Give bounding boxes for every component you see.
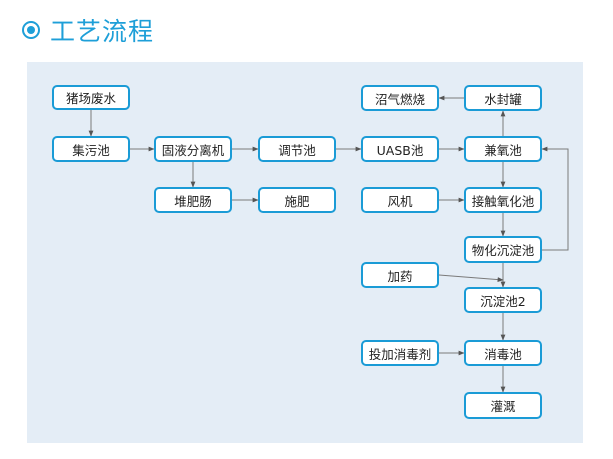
node-settling-tank-2: 沉淀池2 (464, 287, 542, 313)
node-dosing: 加药 (361, 262, 439, 288)
node-regulating-tank: 调节池 (258, 136, 336, 162)
node-biogas-burning: 沼气燃烧 (361, 85, 439, 111)
page-title: 工艺流程 (50, 17, 155, 46)
node-anoxic-tank: 兼氧池 (464, 136, 542, 162)
node-uasb-tank: UASB池 (361, 136, 439, 162)
node-disinfectant-dosing: 投加消毒剂 (361, 340, 439, 366)
node-pig-wastewater: 猪场废水 (52, 85, 130, 110)
node-compost: 堆肥肠 (154, 187, 232, 213)
node-physchem-settling-tank: 物化沉淀池 (464, 236, 542, 263)
node-water-seal-tank: 水封罐 (464, 85, 542, 111)
section-header: 工艺流程 (22, 14, 154, 46)
node-blower: 风机 (361, 187, 439, 213)
node-collection-tank: 集污池 (52, 136, 130, 162)
node-fertilize: 施肥 (258, 187, 336, 213)
node-solid-liquid-separator: 固液分离机 (154, 136, 232, 162)
concentric-circle-icon (22, 21, 40, 39)
node-disinfection-tank: 消毒池 (464, 340, 542, 366)
node-contact-oxidation-tank: 接触氧化池 (464, 187, 542, 213)
node-irrigation: 灌溉 (464, 392, 542, 419)
